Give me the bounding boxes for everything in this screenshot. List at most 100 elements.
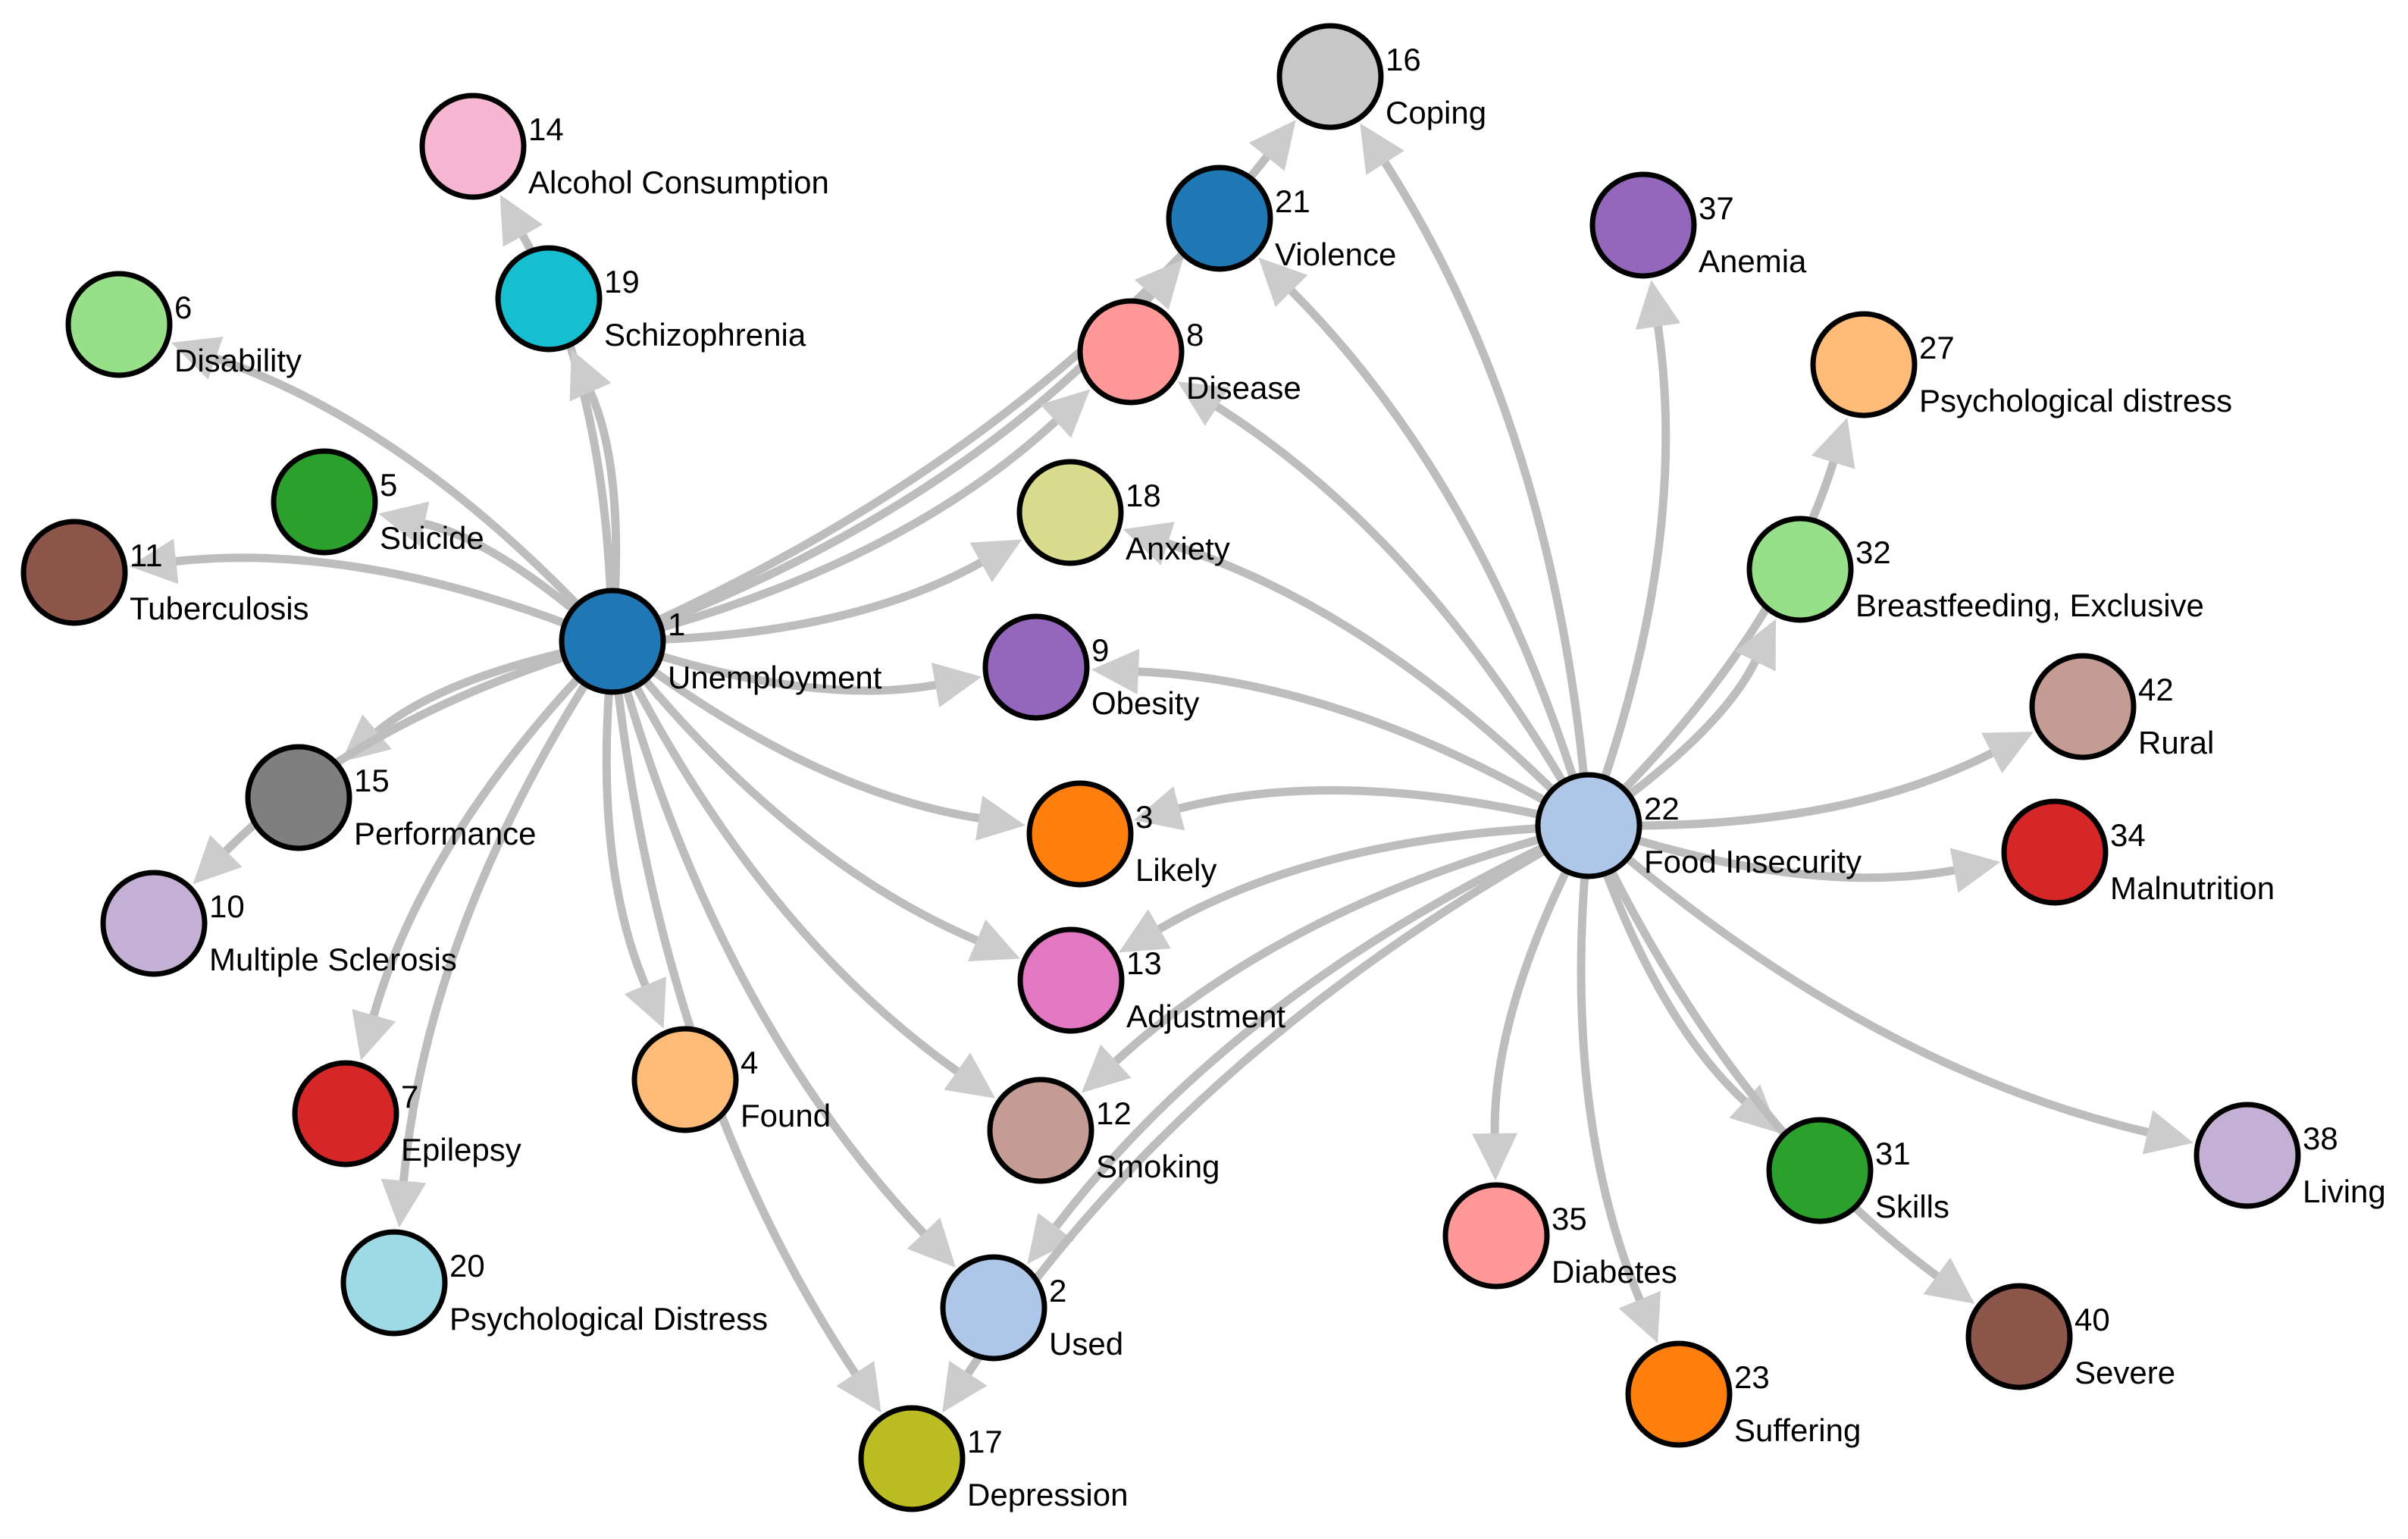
node-name-label: Depression [967,1477,1128,1512]
node-id-label: 21 [1275,183,1310,219]
arrowhead-22-to-18 [1123,522,1175,566]
node-name-label: Psychological Distress [449,1301,768,1337]
arrowhead-22-to-42 [1981,732,2034,774]
node-circle[interactable] [20,519,128,626]
node-circle[interactable] [631,1026,739,1133]
node-id-label: 14 [528,111,564,147]
node-id-label: 10 [209,889,245,924]
node-circle[interactable] [340,1229,448,1337]
node-circle[interactable] [292,1060,399,1168]
edge-1-to-6 [211,353,587,615]
arrowhead-22-to-34 [1949,848,2001,893]
edge-1-to-5 [420,519,584,619]
node-circle[interactable] [495,245,603,353]
node-id-label: 9 [1091,632,1109,668]
node-circle[interactable] [1442,1182,1550,1290]
arrowhead-22-to-8 [1177,381,1229,426]
node-circle[interactable] [858,1405,966,1512]
arrowhead-1-to-7 [352,1009,396,1061]
node-id-label: 40 [2075,1302,2110,1337]
edge-22-to-16 [1381,158,1589,787]
node-circle[interactable] [271,448,378,556]
node-circle[interactable] [1766,1117,1874,1224]
node-circle[interactable] [1535,772,1642,879]
node-circle[interactable] [940,1254,1047,1362]
arrowhead-1-to-10 [193,835,243,885]
arrowhead-22-to-23 [1618,1290,1661,1343]
node-name-label: Anxiety [1126,531,1230,566]
edge-22-to-2 [1051,840,1555,1231]
arrowhead-22-to-16 [1360,123,1404,175]
node-circle[interactable] [245,744,352,851]
node-circle[interactable] [1965,1283,2073,1390]
arrowhead-1-to-2 [907,1218,956,1268]
node-name-label: Smoking [1096,1149,1220,1184]
node-circle[interactable] [987,1077,1094,1184]
node-circle[interactable] [2001,798,2109,906]
node-circle[interactable] [1810,311,1918,418]
node-circle[interactable] [1026,780,1134,888]
node-circle[interactable] [1625,1340,1733,1448]
node-circle[interactable] [1077,298,1185,406]
node-id-label: 32 [1855,534,1891,570]
node-id-label: 13 [1126,945,1162,981]
node-circle[interactable] [1276,23,1384,130]
node-circle[interactable] [65,271,173,378]
arrowhead-1-to-8 [1040,389,1091,438]
node-circle[interactable] [559,588,666,695]
node-circle[interactable] [100,870,208,977]
node-circle[interactable] [1166,165,1273,272]
node-name-label: Diabetes [1552,1254,1677,1290]
arrowhead-22-to-17 [942,1360,988,1413]
node-circle[interactable] [1589,171,1697,279]
node-circle[interactable] [419,92,527,200]
node-id-label: 23 [1734,1359,1770,1395]
node-circle[interactable] [982,613,1090,721]
arrowhead-1-to-17 [836,1361,881,1413]
node-circle[interactable] [1746,516,1854,623]
node-circle[interactable] [1017,926,1125,1034]
edge-1-to-12 [628,675,962,1076]
node-circle[interactable] [2029,653,2137,760]
node-circle[interactable] [2194,1102,2301,1209]
arrowhead-22-to-2 [1027,1212,1074,1265]
node-circle[interactable] [1016,459,1124,566]
edge-22-to-40 [1604,860,1941,1280]
edge-1-to-4 [602,680,650,990]
edge-22-to-9 [1134,667,1555,809]
node-name-label: Violence [1275,237,1396,272]
